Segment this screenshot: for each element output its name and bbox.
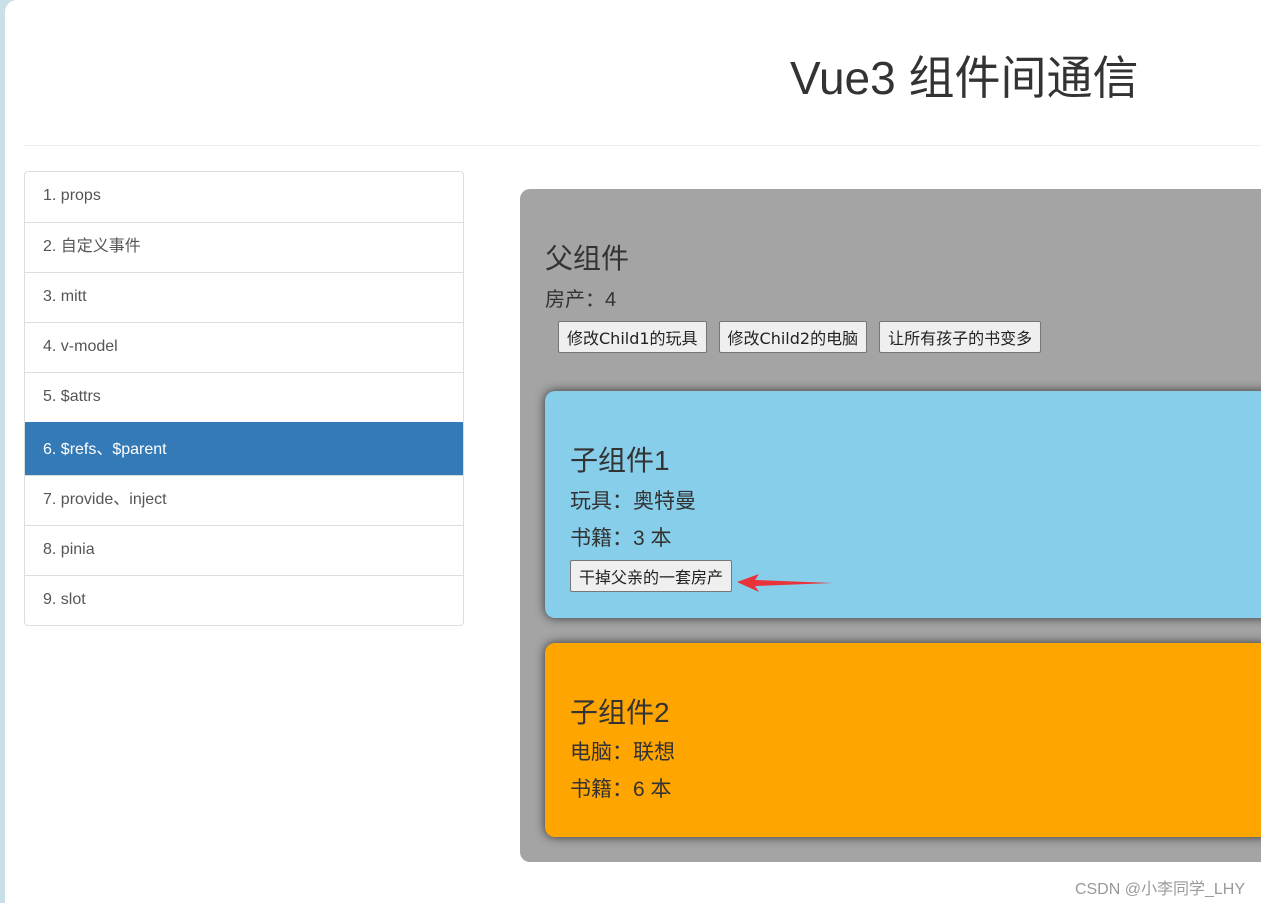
change-child1-toy-button[interactable]: 修改Child1的玩具 <box>558 321 707 353</box>
child2-computer: 电脑：联想 <box>570 741 675 764</box>
child1-component: 子组件1 玩具：奥特曼 书籍：3 本 干掉父亲的一套房产 <box>545 391 1261 618</box>
change-child2-computer-button[interactable]: 修改Child2的电脑 <box>718 321 868 353</box>
child1-books: 书籍：3 本 <box>570 527 672 550</box>
child2-books: 书籍：6 本 <box>570 778 672 801</box>
sidebar-item-custom-event[interactable]: 2. 自定义事件 <box>25 222 463 272</box>
father-component: 父组件 房产：4 修改Child1的玩具 修改Child2的电脑 让所有孩子的书… <box>520 189 1261 862</box>
window-edge <box>0 0 15 903</box>
sidebar-item-props[interactable]: 1. props <box>43 187 101 204</box>
child2-title: 子组件2 <box>570 697 670 728</box>
child2-component: 子组件2 电脑：联想 书籍：6 本 <box>545 643 1261 837</box>
sidebar-item-refs-parent[interactable]: 6. $refs、$parent <box>25 422 463 475</box>
sidebar-item-provide-inject[interactable]: 7. provide、inject <box>25 475 463 525</box>
child1-toy: 玩具：奥特曼 <box>570 490 696 513</box>
window-corner <box>5 0 17 12</box>
sidebar-item-v-model[interactable]: 4. v-model <box>25 322 463 372</box>
sidebar-item-slot[interactable]: 9. slot <box>25 575 463 625</box>
child1-title: 子组件1 <box>570 445 670 476</box>
father-house: 房产：4 <box>545 289 617 311</box>
divider <box>24 145 1261 146</box>
remove-house-button[interactable]: 干掉父亲的一套房产 <box>570 560 733 592</box>
arrow-annotation-icon <box>737 574 833 592</box>
sidebar-item-attrs[interactable]: 5. $attrs <box>25 372 463 422</box>
sidebar-item-pinia[interactable]: 8. pinia <box>25 525 463 575</box>
watermark: CSDN @小李同学_LHY <box>1074 881 1245 898</box>
father-title: 父组件 <box>545 243 630 274</box>
add-books-button[interactable]: 让所有孩子的书变多 <box>879 321 1042 353</box>
sidebar-nav: 1. props 2. 自定义事件 3. mitt 4. v-model 5. … <box>24 171 464 626</box>
sidebar-item-mitt[interactable]: 3. mitt <box>25 272 463 322</box>
page-title: Vue3 组件间通信 <box>790 52 1139 104</box>
